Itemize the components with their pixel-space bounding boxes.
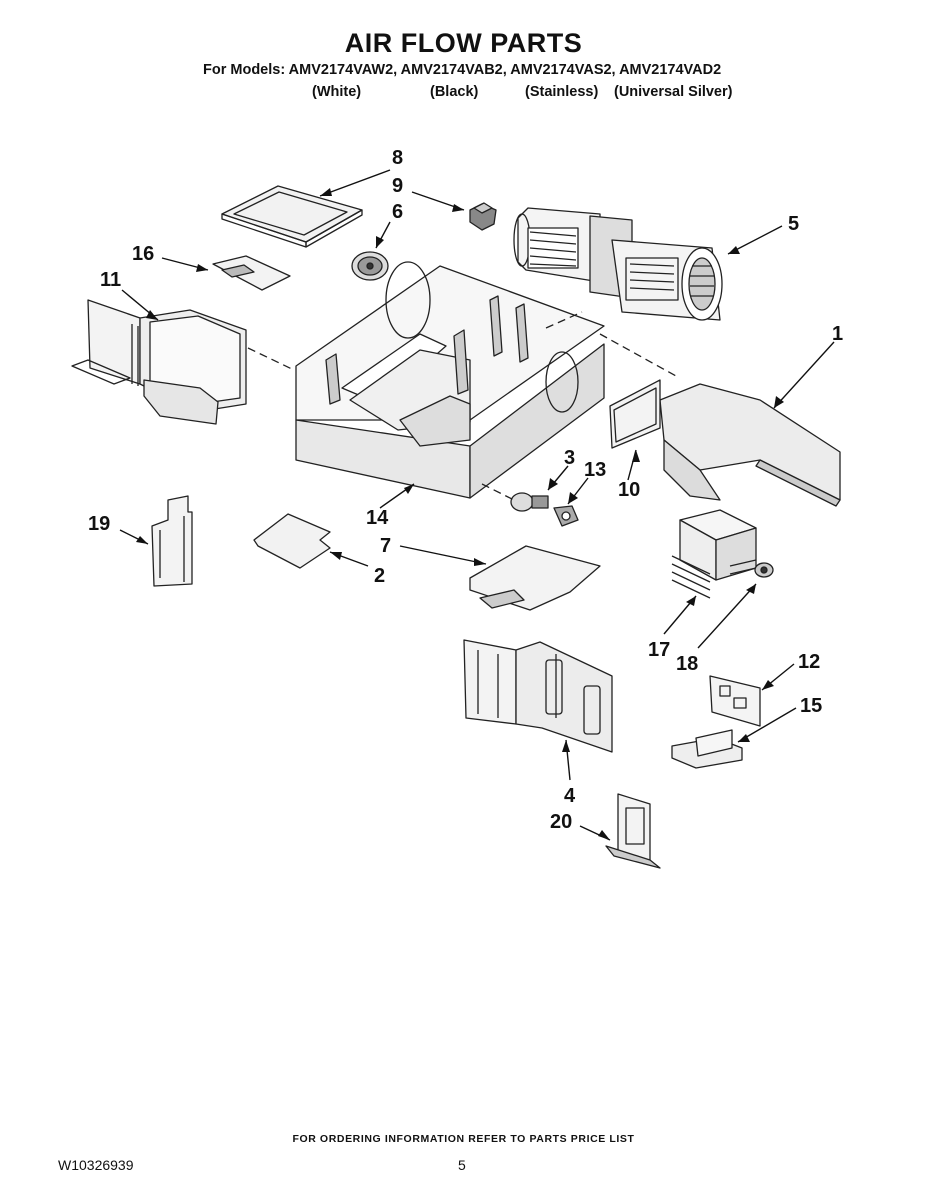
ordering-note: FOR ORDERING INFORMATION REFER TO PARTS … <box>292 1133 635 1145</box>
callout-5: 5 <box>788 213 799 235</box>
part-3-lamp <box>510 492 549 512</box>
part-11-duct <box>71 299 247 425</box>
explosion-lines <box>247 311 677 501</box>
callout-14: 14 <box>366 507 389 529</box>
part-6-motor <box>351 251 389 281</box>
callout-20: 20 <box>550 811 572 833</box>
callout-17: 17 <box>648 639 670 661</box>
part-19-bracket <box>151 495 193 587</box>
part-1-duct <box>659 383 841 507</box>
part-16-plate <box>212 255 291 291</box>
variant-universal-silver: (Universal Silver) <box>614 84 733 100</box>
callout-2: 2 <box>374 565 385 587</box>
callout-19: 19 <box>88 513 110 535</box>
part-9-clip <box>469 202 497 231</box>
arrow-heads <box>136 188 784 840</box>
callout-11: 11 <box>100 269 121 291</box>
part-4-panel <box>463 639 613 753</box>
callout-15: 15 <box>800 695 822 717</box>
part-14-base <box>295 261 605 499</box>
part-20-stand <box>605 793 661 869</box>
callout-7: 7 <box>380 535 391 557</box>
part-2-plate <box>253 513 331 569</box>
callout-8: 8 <box>392 147 403 169</box>
page-title: AIR FLOW PARTS <box>344 28 583 58</box>
callout-18: 18 <box>676 653 698 675</box>
models-line: For Models: AMV2174VAW2, AMV2174VAB2, AM… <box>203 62 722 78</box>
part-7-shelf <box>469 545 601 611</box>
callout-16: 16 <box>132 243 154 265</box>
callout-4: 4 <box>564 785 576 807</box>
part-15-mount <box>671 729 743 769</box>
callout-13: 13 <box>584 459 606 481</box>
callout-6: 6 <box>392 201 403 223</box>
callout-9: 9 <box>392 175 403 197</box>
variant-stainless: (Stainless) <box>525 84 599 100</box>
part-12-board <box>709 675 761 727</box>
callout-12: 12 <box>798 651 820 673</box>
variant-white: (White) <box>312 84 362 100</box>
callout-labels: 8 9 6 5 16 11 1 3 13 10 14 19 7 2 17 18 … <box>88 147 843 833</box>
part-17-transformer <box>671 509 757 599</box>
part-10-panel <box>609 379 661 449</box>
part-5-blower <box>513 207 723 321</box>
variant-black: (Black) <box>430 84 479 100</box>
part-8-filter <box>221 185 363 248</box>
page-number: 5 <box>458 1157 466 1173</box>
part-18-thermostat <box>754 562 774 578</box>
callout-3: 3 <box>564 447 575 469</box>
callout-10: 10 <box>618 479 640 501</box>
callout-1: 1 <box>832 323 843 345</box>
document-number: W10326939 <box>58 1157 134 1173</box>
part-13-socket <box>553 505 579 527</box>
